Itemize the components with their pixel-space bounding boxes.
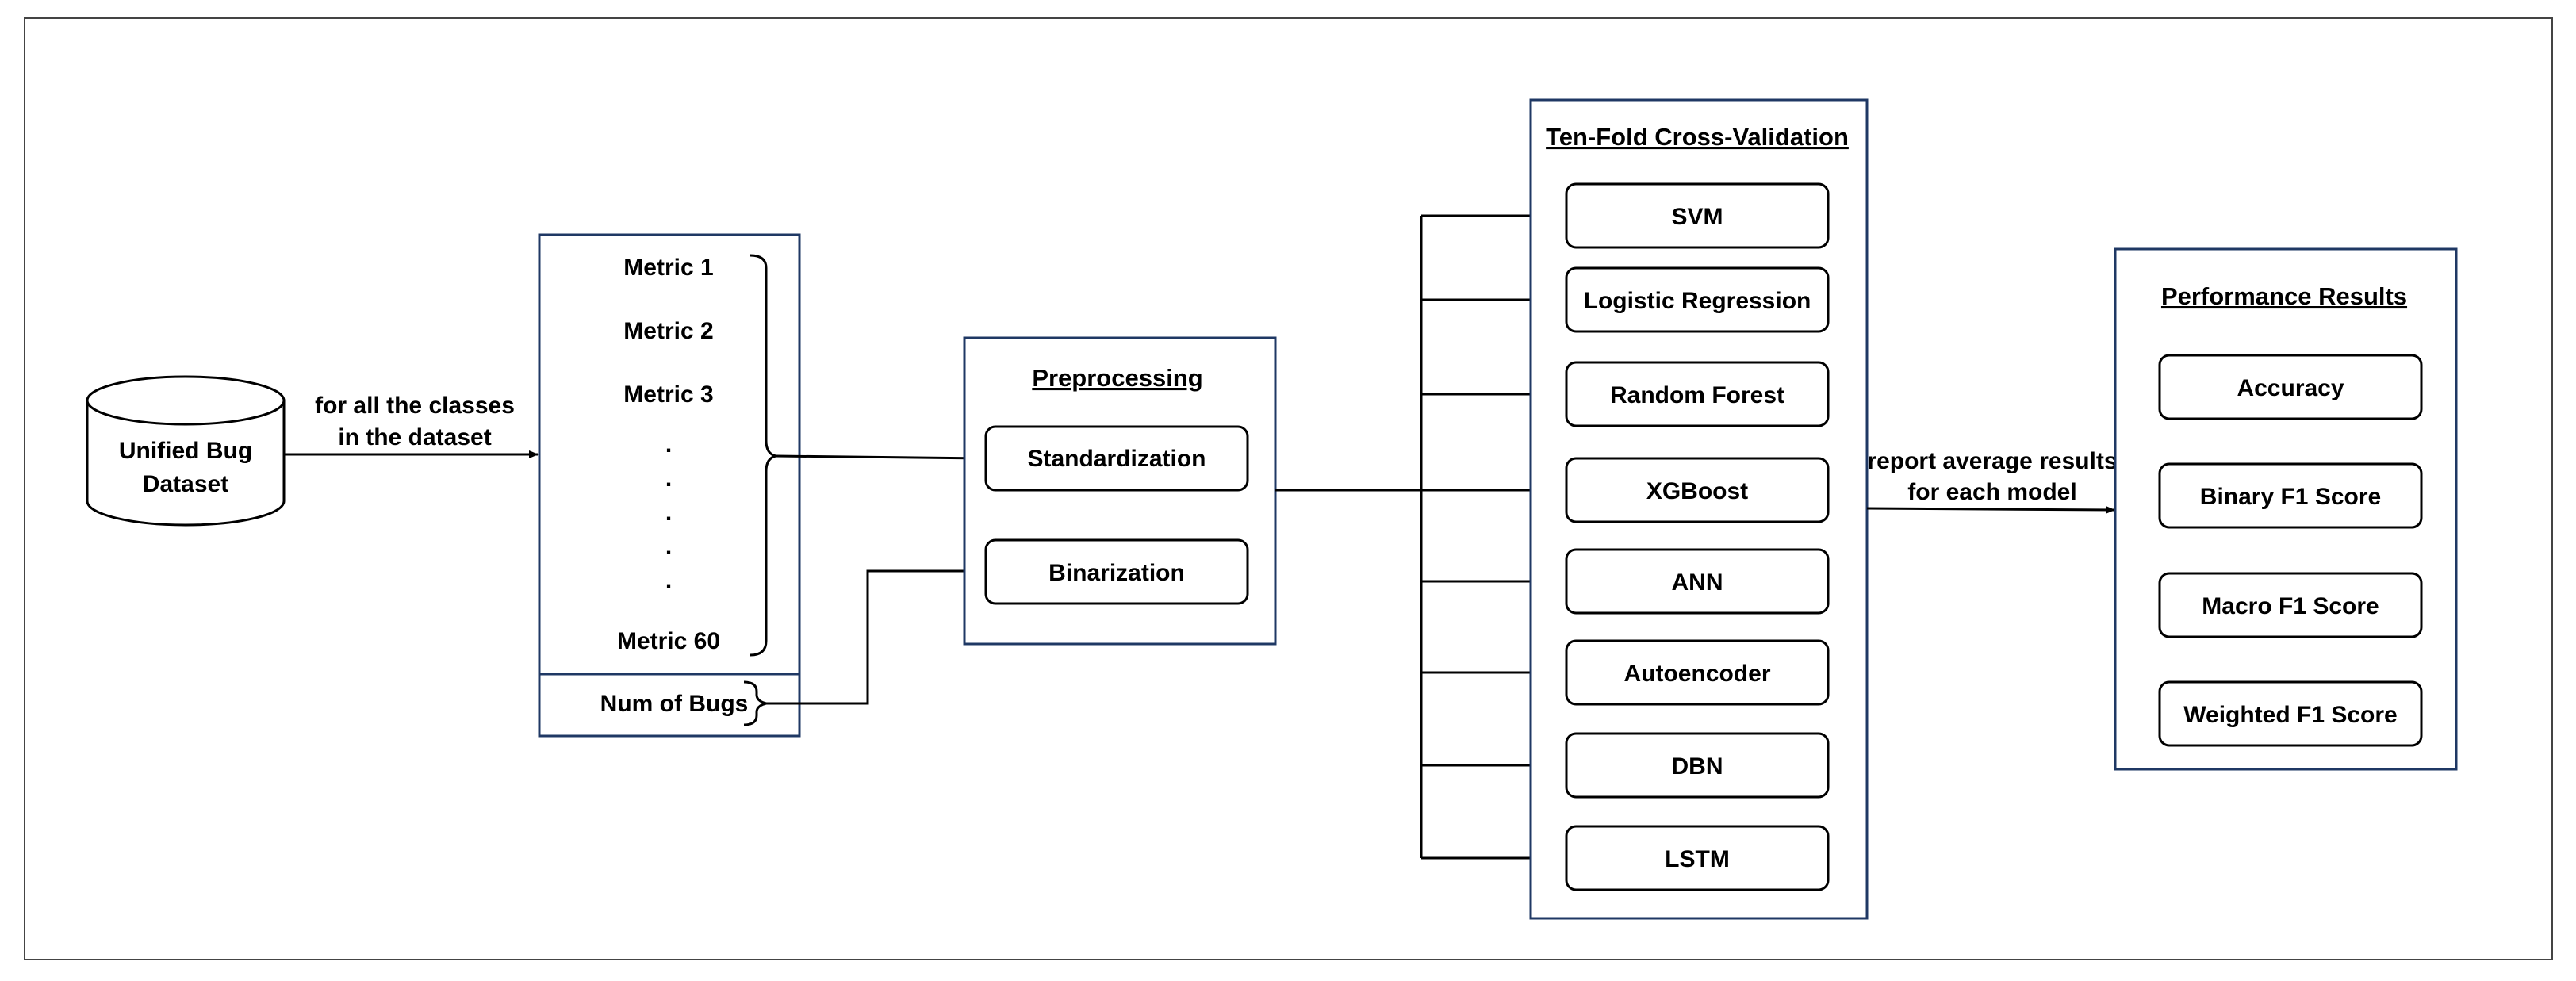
model-label-autoencoder: Autoencoder xyxy=(1623,661,1770,687)
model-label-xgboost: XGBoost xyxy=(1646,478,1748,504)
performance-metric-box-weighted-f1-score xyxy=(2158,680,2423,747)
database-cylinder-body xyxy=(86,400,286,527)
performance-metric-label-binary-f1-score: Binary F1 Score xyxy=(2200,484,2381,510)
metric-last: Metric 60 xyxy=(617,628,720,654)
model-box-autoencoder xyxy=(1565,639,1830,706)
cross-validation-box: Ten-Fold Cross-Validation SVM Logistic Re… xyxy=(1529,98,1869,920)
model-label-lstm: LSTM xyxy=(1665,846,1730,872)
model-box-xgboost xyxy=(1565,457,1830,523)
binarization-label: Binarization xyxy=(1048,560,1185,586)
metric-ellipsis-dot: . xyxy=(665,431,672,458)
edge-bugs-to-binarization xyxy=(766,567,986,705)
edge-label-report-line2: for each model xyxy=(1907,479,2076,505)
database-cylinder-top xyxy=(86,375,286,426)
dataset-label-line2: Dataset xyxy=(143,471,228,497)
performance-metric-box-binary-f1-score xyxy=(2158,462,2423,529)
performance-metric-box-accuracy xyxy=(2158,354,2423,420)
edge-label-report-line1: report average results xyxy=(1867,448,2117,474)
outer-frame xyxy=(24,17,2553,960)
edge-label-classes-line2: in the dataset xyxy=(338,424,491,450)
dataset-label-line1: Unified Bug xyxy=(119,438,252,464)
preprocessing-box: Preprocessing Standardization Binarizati… xyxy=(963,336,1277,646)
edge-models-to-performance xyxy=(1866,505,2115,514)
performance-metric-box-macro-f1-score xyxy=(2158,572,2423,638)
model-label-random-forest: Random Forest xyxy=(1610,382,1784,408)
model-box-ann xyxy=(1565,548,1830,615)
unified-bug-dataset-node: Unified Bug Dataset xyxy=(86,375,286,527)
metric-item: Metric 3 xyxy=(623,381,713,408)
metrics-box: Metric 1 Metric 2 Metric 3 . . . . . Met… xyxy=(538,233,801,738)
metric-ellipsis-dot: . xyxy=(665,568,672,594)
standardization-label: Standardization xyxy=(1027,446,1206,472)
performance-metric-label-weighted-f1-score: Weighted F1 Score xyxy=(2183,702,2398,728)
cross-validation-title: Ten-Fold Cross-Validation xyxy=(1546,123,1849,151)
model-box-random-forest xyxy=(1565,361,1830,427)
model-label-ann: ANN xyxy=(1672,569,1723,596)
model-label-dbn: DBN xyxy=(1672,753,1723,780)
metric-item: Metric 1 xyxy=(623,255,713,281)
metric-ellipsis-dot: . xyxy=(665,500,672,526)
model-label-logistic-regression: Logistic Regression xyxy=(1584,288,1811,314)
binarization-step xyxy=(984,538,1249,605)
metrics-box-frame xyxy=(538,233,801,738)
metric-item: Metric 2 xyxy=(623,318,713,344)
metric-ellipsis-dot: . xyxy=(665,466,672,492)
performance-results-title: Performance Results xyxy=(2161,282,2407,310)
num-of-bugs-label: Num of Bugs xyxy=(600,691,749,717)
edge-metrics-to-standardization xyxy=(775,454,986,462)
metric-ellipsis-dot: . xyxy=(665,534,672,560)
model-box-logistic-regression xyxy=(1565,266,1830,333)
model-box-lstm xyxy=(1565,825,1830,891)
performance-metric-label-macro-f1-score: Macro F1 Score xyxy=(2202,593,2379,619)
model-label-svm: SVM xyxy=(1671,204,1723,230)
standardization-step xyxy=(984,425,1249,492)
performance-metric-label-accuracy: Accuracy xyxy=(2237,375,2344,401)
model-box-svm xyxy=(1565,182,1830,249)
edge-label-classes-line1: for all the classes xyxy=(315,393,515,419)
preprocessing-title: Preprocessing xyxy=(1032,364,1202,392)
model-box-dbn xyxy=(1565,732,1830,799)
